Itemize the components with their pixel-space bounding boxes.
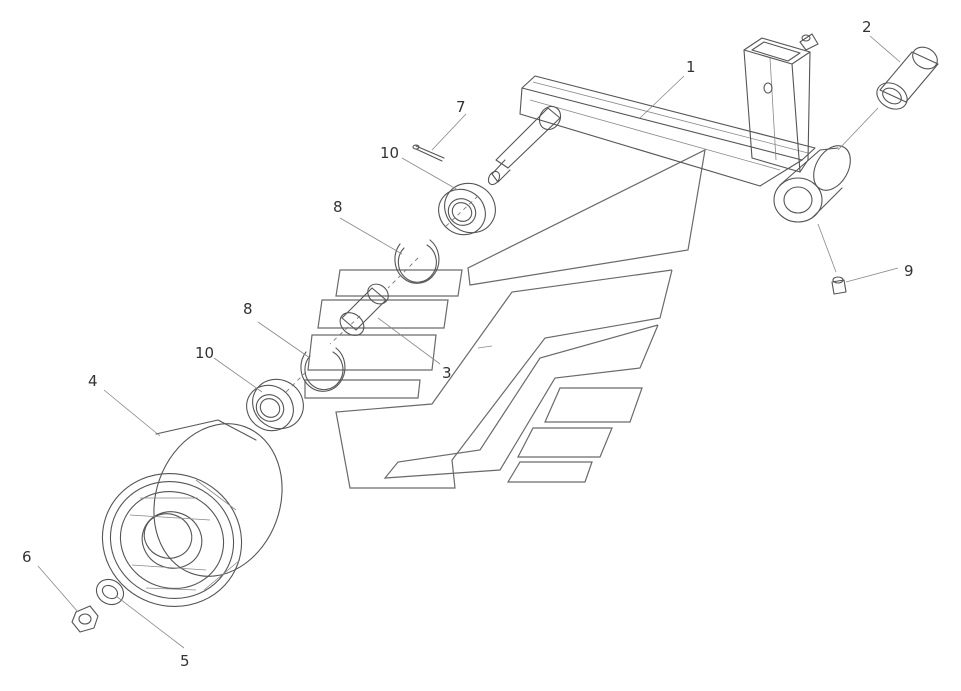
callout-10-upper: 10 — [380, 144, 399, 162]
callout-labels: 1 2 3 4 5 6 7 8 8 9 10 10 — [22, 18, 914, 670]
callout-2: 2 — [862, 18, 872, 36]
callout-10-lower: 10 — [195, 344, 214, 362]
part-ring-lower — [300, 347, 346, 392]
part-castle-nut — [71, 605, 99, 633]
watermark-logo — [304, 148, 706, 489]
callout-7: 7 — [456, 98, 466, 116]
part-bushing — [876, 46, 939, 110]
callout-4: 4 — [88, 372, 98, 390]
part-spacer-sleeve — [339, 283, 389, 336]
leader-lines — [37, 35, 901, 649]
part-grease-nipple — [831, 276, 847, 295]
callout-5: 5 — [180, 652, 190, 670]
callout-6: 6 — [22, 548, 32, 566]
part-washer — [95, 578, 125, 606]
part-ring-upper — [394, 239, 440, 284]
callout-9: 9 — [904, 262, 914, 280]
callout-8-upper: 8 — [333, 198, 343, 216]
callout-3: 3 — [442, 364, 452, 382]
part-frame-arm — [487, 33, 851, 223]
callout-1: 1 — [686, 58, 696, 76]
part-bearing-lower — [246, 378, 304, 432]
part-wheel — [101, 419, 283, 608]
part-cotter-pin — [412, 144, 445, 162]
part-bearing-upper — [438, 182, 496, 236]
callout-8-lower: 8 — [243, 300, 253, 318]
